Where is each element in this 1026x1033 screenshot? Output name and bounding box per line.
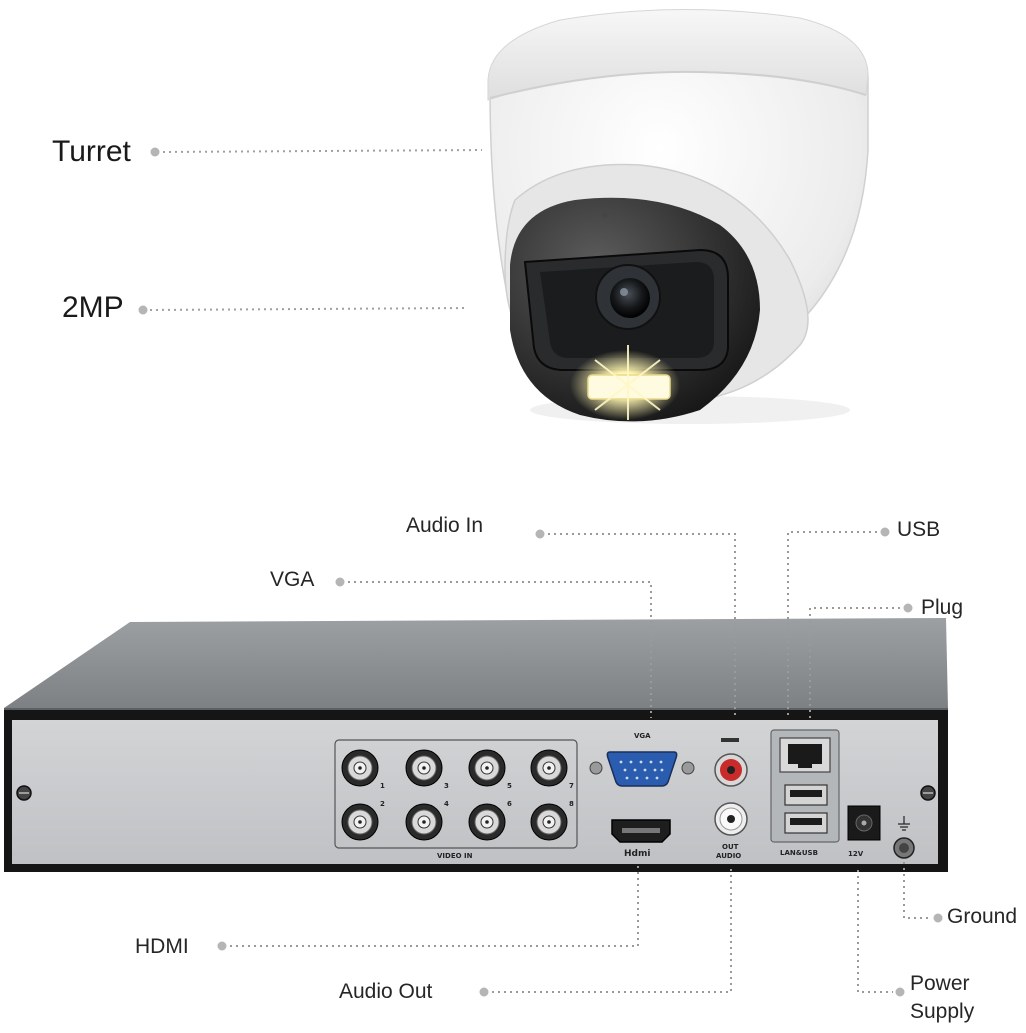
ground-callout-line xyxy=(903,862,930,919)
power-label: 12V xyxy=(848,850,864,858)
audio-out-label-bottom: AUDIO xyxy=(716,852,741,860)
dvr-top-surface xyxy=(4,618,948,708)
bnc-video-input[interactable] xyxy=(405,749,443,787)
hdmi-port[interactable] xyxy=(611,819,671,843)
hdmi-callout-dot xyxy=(217,941,227,951)
plug-callout-dot xyxy=(903,603,913,613)
bnc-video-input[interactable] xyxy=(341,803,379,841)
channel-number-label: 8 xyxy=(569,800,574,808)
panel-screw-left xyxy=(16,785,32,801)
usb-label: USB xyxy=(897,518,941,541)
channel-number-label: 3 xyxy=(444,782,449,790)
camera-sensor-dot xyxy=(602,212,608,218)
audio-out-jack[interactable] xyxy=(714,802,748,836)
vga-label: VGA xyxy=(270,568,315,591)
camera-lens xyxy=(610,278,650,318)
channel-number-label: 4 xyxy=(444,800,449,808)
vga-panel-label: VGA xyxy=(634,732,651,740)
usb-callout-dot xyxy=(880,527,890,537)
audio-out-label-top: OUT xyxy=(722,843,739,851)
video-in-block xyxy=(334,739,578,849)
bnc-connectors: 1 3 5 7 2 4 6 8 xyxy=(341,749,574,841)
2mp-label: 2MP xyxy=(62,291,124,324)
audio-in-callout-dot xyxy=(535,529,545,539)
dvr-callouts xyxy=(230,531,930,993)
turret-label: Turret xyxy=(52,135,131,168)
camera-callouts xyxy=(149,149,483,311)
power-supply-label-line1: Power xyxy=(910,972,970,995)
channel-number-label: 6 xyxy=(507,800,512,808)
panel-screw-right xyxy=(920,785,936,801)
ground-terminal[interactable] xyxy=(893,837,915,859)
usb-port-2[interactable] xyxy=(784,812,828,834)
power-callout-dot xyxy=(895,987,905,997)
plug-callout-line xyxy=(809,607,900,718)
plug-label: Plug xyxy=(921,596,964,619)
vga-port[interactable] xyxy=(589,751,695,787)
2mp-callout-dot xyxy=(138,305,148,315)
channel-number-label: 5 xyxy=(507,782,512,790)
2mp-callout-line xyxy=(149,307,469,311)
bnc-video-input[interactable] xyxy=(468,749,506,787)
power-callout-line xyxy=(857,870,893,993)
turret-callout-dot xyxy=(150,147,160,157)
video-in-label: VIDEO IN xyxy=(437,852,473,860)
ground-symbol-icon xyxy=(898,816,910,831)
dvr-recorder: 1 3 5 7 2 4 6 8 VIDEO IN VGA Hdmi xyxy=(4,618,948,872)
bnc-video-input[interactable] xyxy=(468,803,506,841)
camera-lens-highlight xyxy=(620,288,628,296)
audio-in-callout-line xyxy=(548,533,736,718)
bnc-video-input[interactable] xyxy=(530,749,568,787)
channel-number-label: 1 xyxy=(380,782,385,790)
bnc-video-input[interactable] xyxy=(341,749,379,787)
camera-light-rays xyxy=(594,345,661,420)
ground-callout-dot xyxy=(933,913,943,923)
camera-cap-seam xyxy=(489,70,867,99)
lan-port[interactable] xyxy=(779,737,831,773)
hdmi-label: HDMI xyxy=(135,935,189,958)
power-supply-label-line2: Supply xyxy=(910,1000,975,1023)
power-jack[interactable] xyxy=(847,805,881,841)
bnc-video-input[interactable] xyxy=(405,803,443,841)
lan-usb-label: LAN&USB xyxy=(780,849,818,857)
channel-number-label: 2 xyxy=(380,800,385,808)
power-supply-label: Power Supply xyxy=(910,970,974,1026)
audio-out-label: Audio Out xyxy=(339,980,433,1003)
turret-callout-line xyxy=(162,149,483,153)
vga-callout-dot xyxy=(335,577,345,587)
hdmi-callout-line xyxy=(230,866,639,947)
audio-out-callout-line xyxy=(492,866,732,993)
dvr-callout-dots xyxy=(217,527,943,997)
hdmi-panel-label: Hdmi xyxy=(624,849,650,859)
audio-out-callout-dot xyxy=(479,987,489,997)
channel-number-label: 7 xyxy=(569,782,574,790)
bnc-video-input[interactable] xyxy=(530,803,568,841)
ground-label: Ground xyxy=(947,905,1018,928)
audio-in-label: Audio In xyxy=(406,514,484,537)
audio-in-jack[interactable] xyxy=(714,738,748,787)
usb-port-1[interactable] xyxy=(784,784,828,806)
turret-camera xyxy=(487,9,869,424)
